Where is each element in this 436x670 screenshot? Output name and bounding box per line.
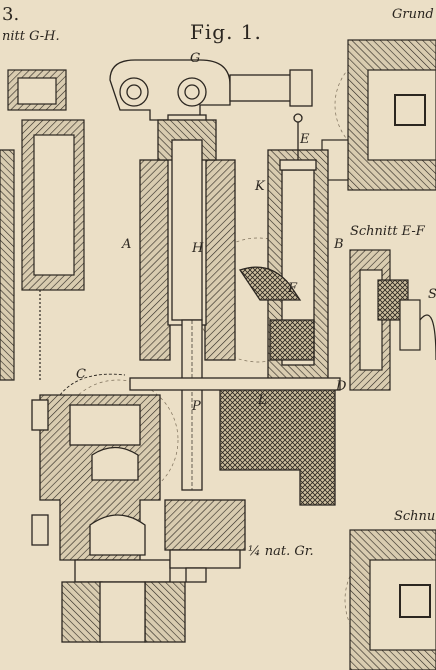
label-d: D (336, 379, 347, 394)
corner-number: 3. (2, 4, 20, 25)
label-p: P (192, 399, 201, 414)
left-section-view (0, 69, 85, 381)
right-top-view (321, 39, 436, 191)
bottom-right-fragment: Schnu (394, 509, 436, 524)
label-s: S (428, 288, 436, 301)
label-c: C (76, 367, 86, 382)
section-label-left: nitt G-H. (2, 29, 60, 44)
right-bottom-view (349, 529, 436, 670)
label-l: L (258, 393, 267, 408)
label-e: E (300, 132, 310, 147)
label-a: A (122, 237, 132, 252)
right-middle-view (349, 249, 436, 391)
label-f: F (288, 281, 298, 296)
section-label-right: Schnitt E-F (350, 224, 425, 239)
label-g: G (190, 51, 201, 66)
figure-title: Fig. 1. (190, 20, 262, 44)
label-k: K (255, 179, 265, 194)
valve-body (31, 59, 341, 643)
scale-note: ¼ nat. Gr. (248, 544, 314, 559)
top-right-fragment: Grund (392, 7, 434, 22)
label-b: B (334, 237, 344, 252)
label-h: H (192, 241, 204, 256)
